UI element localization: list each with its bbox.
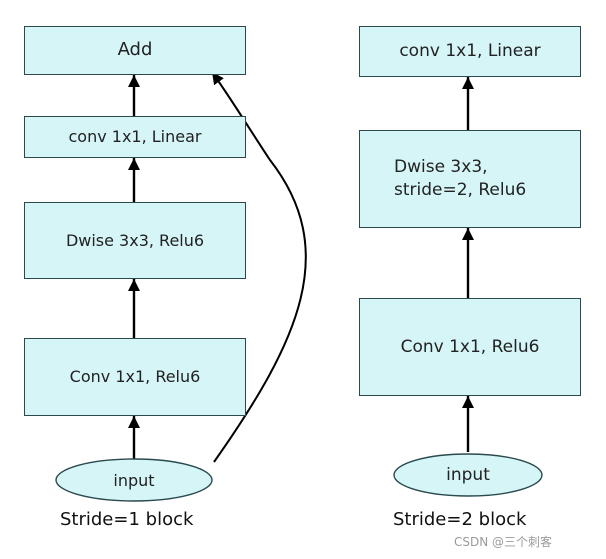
input-label-left: input <box>56 459 212 501</box>
conv-relu-node-left: Conv 1x1, Relu6 <box>24 338 246 416</box>
conv-relu-node-right: Conv 1x1, Relu6 <box>359 298 581 396</box>
conv-relu-label-right: Conv 1x1, Relu6 <box>400 336 540 357</box>
caption-stride-1: Stride=1 block <box>60 509 193 530</box>
conv-relu-label-left: Conv 1x1, Relu6 <box>69 367 201 387</box>
dwise-node-right: Dwise 3x3, stride=2, Relu6 <box>359 130 581 228</box>
watermark: CSDN @三个刺客 <box>454 533 552 550</box>
input-text-right: input <box>446 465 490 485</box>
residual-shortcut-arrow <box>211 71 307 463</box>
caption-stride-1-text: Stride=1 block <box>60 509 194 530</box>
conv-linear-label-right: conv 1x1, Linear <box>399 41 541 62</box>
dwise-node-left: Dwise 3x3, Relu6 <box>24 202 246 279</box>
input-text-left: input <box>113 470 155 490</box>
dwise-label-left: Dwise 3x3, Relu6 <box>65 230 205 250</box>
watermark-text: CSDN @三个刺客 <box>454 535 553 549</box>
add-node: Add <box>24 26 246 75</box>
dwise-label-right: Dwise 3x3, stride=2, Relu6 <box>394 157 527 200</box>
conv-linear-node-left: conv 1x1, Linear <box>24 116 246 158</box>
conv-linear-label-left: conv 1x1, Linear <box>68 127 202 147</box>
caption-stride-2-text: Stride=2 block <box>393 509 527 530</box>
add-node-label: Add <box>117 39 153 61</box>
input-ellipse-left <box>55 458 213 502</box>
input-ellipse-right <box>393 453 543 497</box>
caption-stride-2: Stride=2 block <box>393 509 526 530</box>
input-label-right: input <box>394 454 542 496</box>
conv-linear-node-right: conv 1x1, Linear <box>359 26 581 77</box>
